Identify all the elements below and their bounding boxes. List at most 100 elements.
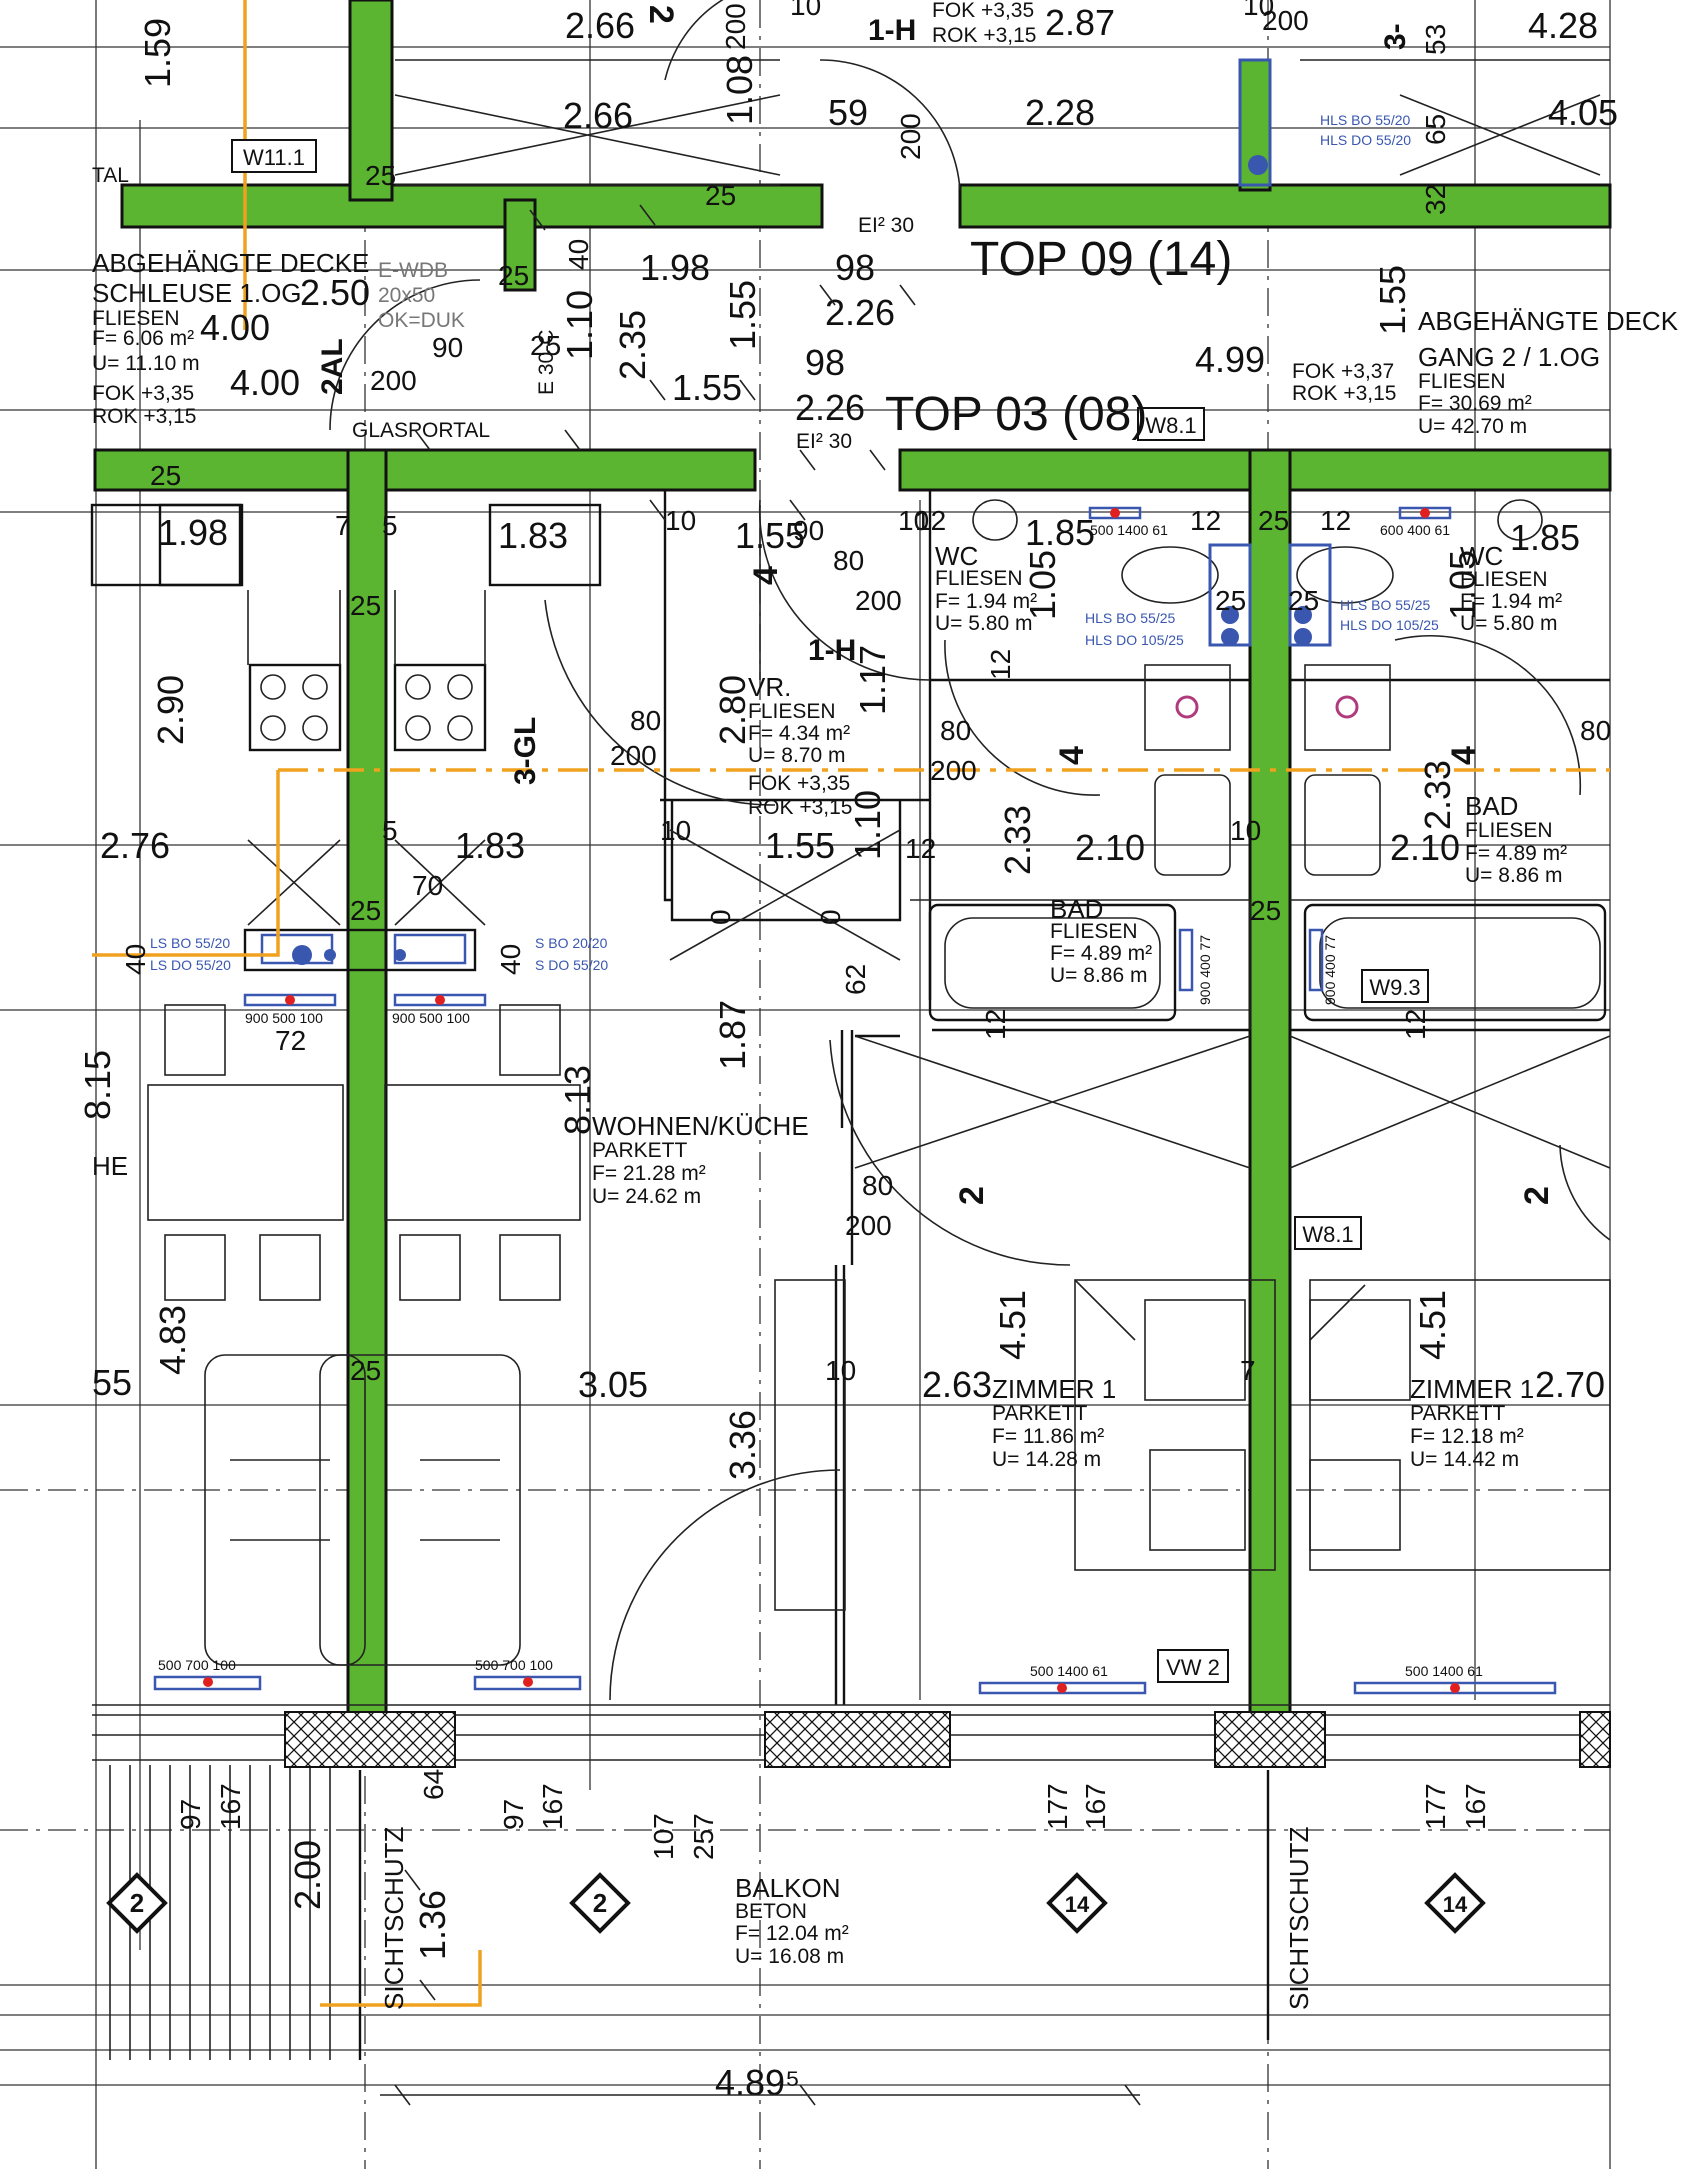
svg-text:12: 12 bbox=[1320, 505, 1351, 536]
svg-text:ZIMMER 1: ZIMMER 1 bbox=[992, 1374, 1116, 1404]
svg-text:2.33: 2.33 bbox=[1417, 760, 1458, 830]
svg-text:ROK +3,15: ROK +3,15 bbox=[1292, 382, 1396, 405]
svg-text:2.33: 2.33 bbox=[997, 805, 1038, 875]
svg-text:14: 14 bbox=[1443, 1892, 1468, 1917]
svg-text:WC: WC bbox=[1460, 541, 1503, 571]
svg-text:25: 25 bbox=[530, 330, 561, 361]
svg-text:7: 7 bbox=[1240, 1355, 1256, 1386]
svg-text:GANG 2 / 1.OG: GANG 2 / 1.OG bbox=[1418, 342, 1600, 372]
room-zimmer-right: ZIMMER 1 PARKETT F= 12.18 m² U= 14.42 m bbox=[1410, 1374, 1534, 1471]
svg-text:25: 25 bbox=[1250, 895, 1281, 926]
door-swings bbox=[329, 0, 1611, 1701]
svg-text:1.17: 1.17 bbox=[852, 645, 893, 715]
svg-text:PARKETT: PARKETT bbox=[1410, 1402, 1505, 1425]
svg-text:2AL: 2AL bbox=[316, 338, 349, 395]
svg-text:62: 62 bbox=[840, 964, 871, 995]
svg-text:ABGEHÄNGTE DECK: ABGEHÄNGTE DECK bbox=[1418, 306, 1679, 336]
room-vr: VR. FLIESEN F= 4.34 m² U= 8.70 m FOK +3,… bbox=[748, 672, 852, 819]
svg-text:25: 25 bbox=[1258, 505, 1289, 536]
svg-text:EI² 30: EI² 30 bbox=[796, 430, 852, 453]
svg-text:25: 25 bbox=[350, 590, 381, 621]
svg-text:TAL: TAL bbox=[92, 164, 129, 187]
svg-text:4.05: 4.05 bbox=[1548, 92, 1618, 133]
room-schleuse: ABGEHÄNGTE DECKE SCHLEUSE 1.OG FLIESEN F… bbox=[92, 248, 369, 375]
svg-text:200: 200 bbox=[1262, 5, 1309, 36]
svg-text:55: 55 bbox=[92, 1362, 132, 1403]
svg-text:GLASPORTAL: GLASPORTAL bbox=[352, 419, 490, 442]
svg-text:1-H: 1-H bbox=[868, 14, 916, 47]
svg-text:1.55: 1.55 bbox=[735, 515, 805, 556]
svg-text:3-: 3- bbox=[1379, 23, 1412, 50]
svg-text:U= 5.80 m: U= 5.80 m bbox=[935, 612, 1032, 635]
svg-text:70: 70 bbox=[412, 870, 443, 901]
svg-text:167: 167 bbox=[537, 1783, 568, 1830]
svg-text:HE: HE bbox=[92, 1151, 128, 1181]
svg-text:SICHTSCHUTZ: SICHTSCHUTZ bbox=[1284, 1826, 1314, 2010]
svg-text:40: 40 bbox=[563, 239, 594, 270]
svg-text:64: 64 bbox=[418, 1769, 449, 1800]
svg-text:1.98: 1.98 bbox=[640, 247, 710, 288]
top-09-label: TOP 09 (14) bbox=[970, 233, 1232, 286]
svg-text:F= 4.34 m²: F= 4.34 m² bbox=[748, 722, 850, 745]
svg-text:97: 97 bbox=[175, 1799, 206, 1830]
svg-text:HLS DO 105/25: HLS DO 105/25 bbox=[1085, 632, 1184, 648]
dimension-labels: 2.66 2.66 2.87 4.28 4.05 2.28 59 1.59 1.… bbox=[77, 0, 1618, 2103]
svg-text:FOK +3,35: FOK +3,35 bbox=[932, 0, 1034, 22]
svg-text:BETON: BETON bbox=[735, 1900, 807, 1923]
svg-text:25: 25 bbox=[365, 160, 396, 191]
svg-text:U= 8.86 m: U= 8.86 m bbox=[1465, 864, 1562, 887]
section-marker-2a: 2 bbox=[106, 1872, 168, 1934]
svg-text:2: 2 bbox=[593, 1888, 607, 1918]
svg-text:2.87: 2.87 bbox=[1045, 2, 1115, 43]
section-marker-2b: 2 bbox=[569, 1872, 631, 1934]
svg-text:200: 200 bbox=[930, 755, 977, 786]
svg-text:257: 257 bbox=[688, 1813, 719, 1860]
svg-text:900 400 77: 900 400 77 bbox=[1322, 935, 1338, 1005]
svg-text:2.66: 2.66 bbox=[565, 5, 635, 46]
room-gang: ABGEHÄNGTE DECK GANG 2 / 1.OG FLIESEN F=… bbox=[1418, 306, 1679, 438]
svg-text:1.36: 1.36 bbox=[412, 1890, 453, 1960]
svg-text:25: 25 bbox=[350, 895, 381, 926]
svg-text:1.59: 1.59 bbox=[137, 18, 178, 88]
svg-text:500 1400 61: 500 1400 61 bbox=[1090, 522, 1168, 538]
room-bad-right: BAD FLIESEN F= 4.89 m² U= 8.86 m bbox=[1465, 791, 1567, 887]
svg-text:500 700 100: 500 700 100 bbox=[158, 1657, 236, 1673]
svg-text:FLIESEN: FLIESEN bbox=[92, 307, 180, 330]
svg-text:200: 200 bbox=[610, 740, 657, 771]
svg-text:2.50: 2.50 bbox=[300, 272, 370, 313]
svg-text:900 500 100: 900 500 100 bbox=[245, 1010, 323, 1026]
svg-text:80: 80 bbox=[833, 545, 864, 576]
svg-text:ROK +3,15: ROK +3,15 bbox=[92, 405, 196, 428]
svg-text:4.51: 4.51 bbox=[1412, 1290, 1453, 1360]
svg-text:1.87: 1.87 bbox=[712, 1000, 753, 1070]
svg-text:4.28: 4.28 bbox=[1528, 5, 1598, 46]
tag-vw2: VW 2 bbox=[1166, 1655, 1220, 1680]
svg-text:12: 12 bbox=[1400, 1009, 1431, 1040]
svg-text:FLIESEN: FLIESEN bbox=[1050, 920, 1138, 943]
svg-text:177: 177 bbox=[1420, 1783, 1451, 1830]
walls bbox=[93, 0, 1612, 1742]
svg-text:40: 40 bbox=[495, 944, 526, 975]
svg-text:FLIESEN: FLIESEN bbox=[1418, 370, 1506, 393]
svg-text:20x50: 20x50 bbox=[378, 284, 435, 307]
svg-text:4: 4 bbox=[1053, 746, 1091, 765]
svg-text:SCHLEUSE 1.OG: SCHLEUSE 1.OG bbox=[92, 278, 302, 308]
svg-text:F= 12.18 m²: F= 12.18 m² bbox=[1410, 1425, 1524, 1448]
svg-text:167: 167 bbox=[215, 1783, 246, 1830]
svg-text:0: 0 bbox=[815, 909, 846, 925]
svg-text:1.55: 1.55 bbox=[722, 280, 763, 350]
svg-text:HLS DO 55/20: HLS DO 55/20 bbox=[1320, 132, 1411, 148]
svg-text:2.80: 2.80 bbox=[712, 675, 753, 745]
svg-text:4.83: 4.83 bbox=[152, 1305, 193, 1375]
svg-text:FOK +3,37: FOK +3,37 bbox=[1292, 360, 1394, 383]
room-wc-right: WC FLIESEN F= 1.94 m² U= 5.80 m bbox=[1460, 541, 1562, 635]
svg-text:1.05: 1.05 bbox=[1022, 550, 1063, 620]
svg-text:4: 4 bbox=[1445, 746, 1483, 765]
svg-text:59: 59 bbox=[828, 92, 868, 133]
svg-text:BAD: BAD bbox=[1050, 894, 1103, 924]
svg-text:200: 200 bbox=[720, 3, 751, 50]
svg-text:53: 53 bbox=[1420, 24, 1451, 55]
svg-text:4.00: 4.00 bbox=[230, 362, 300, 403]
svg-text:HLS BO 55/25: HLS BO 55/25 bbox=[1340, 597, 1430, 613]
